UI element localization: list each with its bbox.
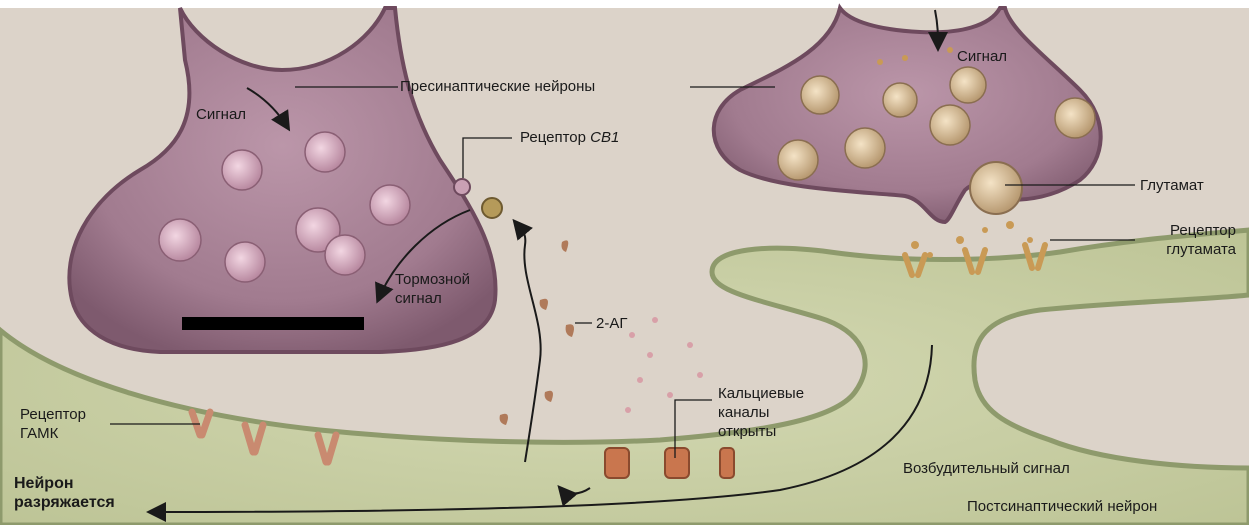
label-cb1-name: CB1 (590, 129, 619, 146)
label-neuron-fires-line2: разряжается (14, 493, 115, 512)
label-glutamate-receptor-line2: глутамата (1140, 240, 1236, 259)
label-postsynaptic: Постсинаптический нейрон (967, 497, 1157, 516)
label-inhibitory-line2: сигнал (395, 289, 470, 308)
label-calcium-line3: открыты (718, 422, 804, 441)
label-calcium-line2: каналы (718, 403, 804, 422)
label-neuron-fires: Нейрон разряжается (14, 474, 115, 512)
releasing-vesicle (970, 162, 1022, 214)
label-signal-left: Сигнал (196, 105, 246, 124)
label-neuron-fires-line1: Нейрон (14, 474, 115, 493)
label-calcium-line1: Кальциевые (718, 384, 804, 403)
label-glutamate: Глутамат (1140, 176, 1204, 195)
black-bar (182, 317, 364, 330)
label-calcium-channels: Кальциевые каналы открыты (718, 384, 804, 441)
label-gaba-line1: Рецептор (20, 405, 86, 424)
label-gaba-line2: ГАМК (20, 424, 86, 443)
label-cb1-prefix: Рецептор (520, 129, 590, 146)
label-2ag: 2-АГ (596, 314, 627, 333)
label-glutamate-receptor: Рецептор глутамата (1140, 221, 1236, 259)
label-signal-right: Сигнал (957, 47, 1007, 66)
label-cb1-receptor: Рецептор CB1 (520, 128, 619, 147)
image-border-top (0, 0, 1249, 8)
label-gaba-receptor: Рецептор ГАМК (20, 405, 86, 443)
label-inhibitory-line1: Тормозной (395, 270, 470, 289)
label-glutamate-receptor-line1: Рецептор (1140, 221, 1236, 240)
label-inhibitory-signal: Тормозной сигнал (395, 270, 470, 308)
label-excitatory-signal: Возбудительный сигнал (903, 459, 1070, 478)
label-presynaptic: Пресинаптические нейроны (400, 77, 595, 96)
